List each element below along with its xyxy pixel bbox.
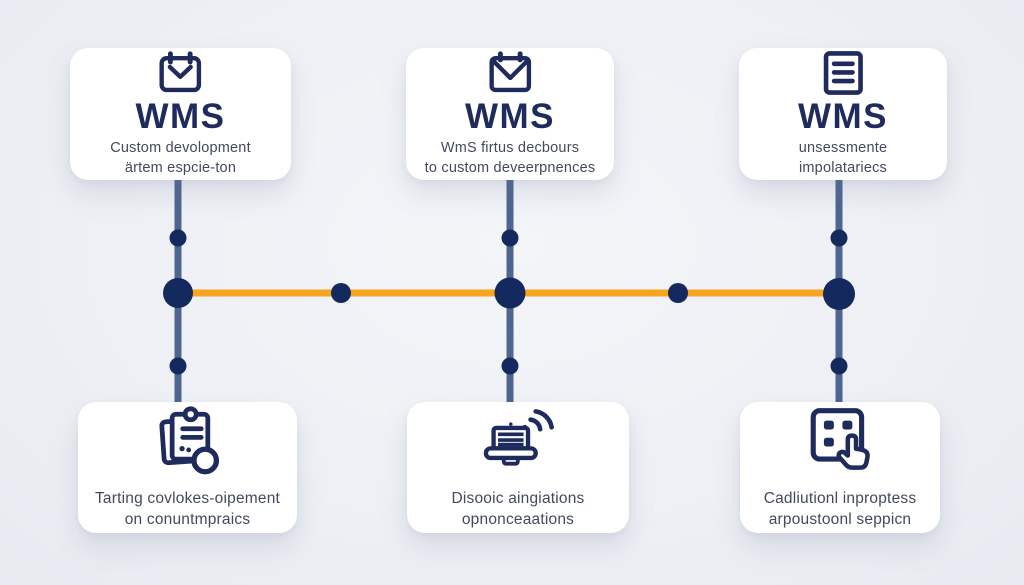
document-lines-icon <box>818 50 869 96</box>
node-dot-small <box>501 229 519 247</box>
node-dot-large <box>823 278 855 310</box>
clipboard-search-icon <box>151 405 225 479</box>
node-dot-large <box>163 278 193 308</box>
keypad-pointer-icon <box>799 405 882 479</box>
card-subtitle-line2: impolatariecs <box>798 159 888 176</box>
node-dot-small <box>501 357 519 375</box>
node-dot-medium <box>331 283 351 303</box>
card-text-line1: Tarting covlokes-oipement <box>94 489 281 507</box>
card-disooic-aingiations: Disooic aingiations opnonceaations <box>407 402 629 533</box>
card-wms-unsessmente: WMS unsessmente impolatariecs <box>739 48 947 180</box>
card-title: WMS <box>135 97 226 137</box>
card-tarting-covlokes: Tarting covlokes-oipement on conuntmprai… <box>78 402 297 533</box>
laptop-wifi-icon <box>477 405 559 479</box>
calendar-envelope-icon <box>154 50 207 96</box>
card-wms-firtus: WMS WmS firtus decbours to custom deveer… <box>406 48 614 180</box>
node-dot-medium <box>668 283 688 303</box>
card-cadliutionl-inproptess: Cadliutionl inproptess arpoustoonl seppi… <box>740 402 940 533</box>
card-text-line1: Cadliutionl inproptess <box>763 489 917 507</box>
envelope-icon <box>484 50 537 96</box>
card-text-line2: arpoustoonl seppicn <box>768 510 912 528</box>
card-subtitle-line2: to custom deveerpnences <box>424 159 596 176</box>
card-title: WMS <box>797 97 889 137</box>
card-title: WMS <box>464 97 556 137</box>
node-dot-small <box>169 357 187 375</box>
card-subtitle-line1: Custom devolopment <box>110 140 251 157</box>
card-subtitle-line1: WmS firtus decbours <box>440 140 580 157</box>
node-dot-large <box>494 277 526 309</box>
node-dot-small <box>169 229 187 247</box>
card-text-line2: on conuntmpraics <box>124 510 251 528</box>
card-text-line2: opnonceaations <box>461 510 575 528</box>
card-subtitle-line2: ärtem espcie-ton <box>124 159 237 176</box>
card-wms-custom-development: WMS Custom devolopment ärtem espcie-ton <box>70 48 291 180</box>
node-dot-small <box>830 229 848 247</box>
card-text-line1: Disooic aingiations <box>451 489 585 507</box>
node-dot-small <box>830 357 848 375</box>
card-subtitle-line1: unsessmente <box>798 140 888 157</box>
